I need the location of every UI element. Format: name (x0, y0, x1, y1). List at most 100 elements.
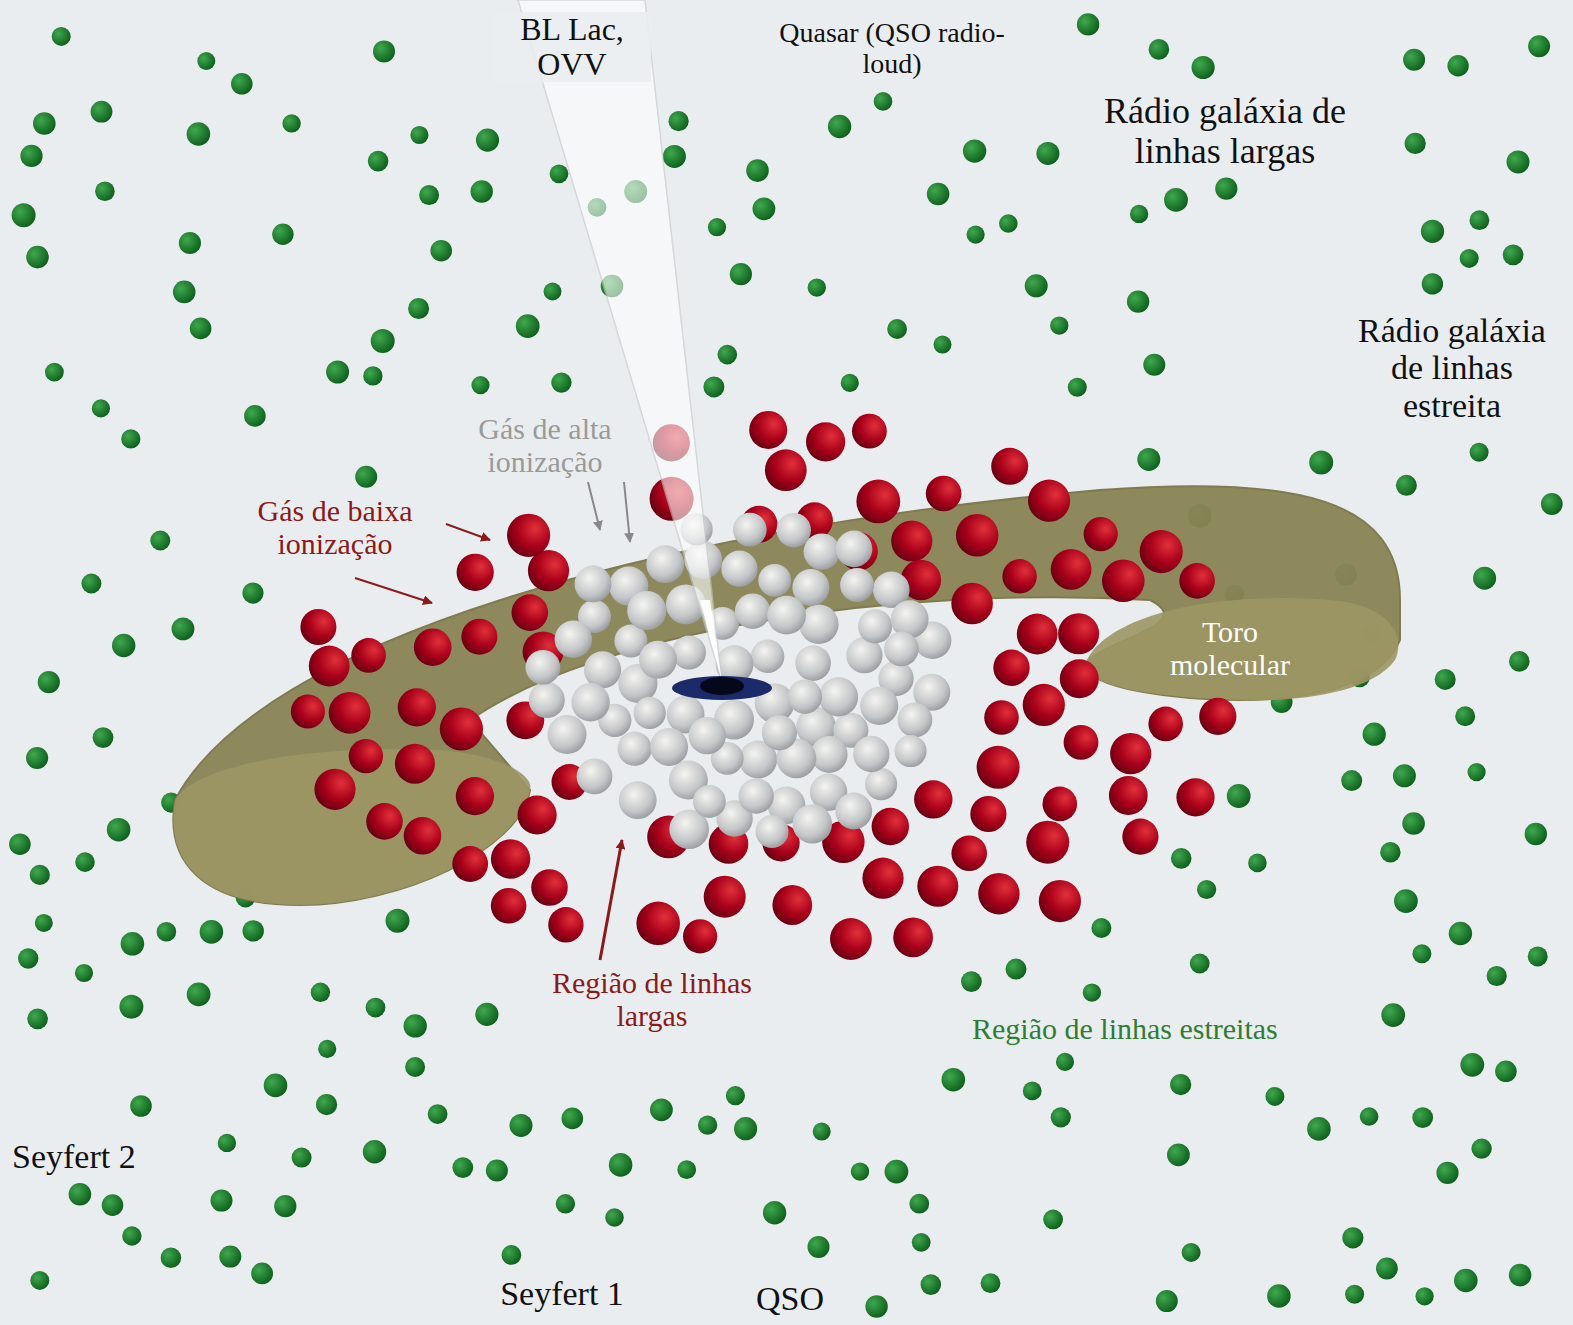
grey-cloud (835, 793, 872, 830)
green-cloud (179, 232, 201, 254)
green-cloud (405, 1057, 425, 1077)
red-cloud (1058, 613, 1099, 654)
torus-label: Toro molecular (1143, 615, 1318, 681)
jet-cone (518, 0, 722, 682)
green-cloud (371, 329, 395, 353)
green-cloud (912, 1233, 931, 1252)
green-cloud (1503, 244, 1524, 265)
red-cloud (452, 846, 488, 882)
green-cloud (102, 1194, 124, 1216)
grey-cloud (751, 640, 784, 673)
nlrg-label: Rádio galáxia de linhas estreita (1338, 312, 1566, 424)
green-cloud (961, 971, 982, 992)
green-cloud (187, 982, 211, 1006)
grey-cloud (860, 687, 898, 725)
green-cloud (92, 399, 110, 417)
red-cloud (956, 514, 999, 557)
red-cloud (993, 650, 1029, 686)
grey-cloud (793, 804, 832, 843)
green-cloud (1036, 142, 1059, 165)
blrg-label: Rádio galáxia de linhas largas (1083, 92, 1368, 171)
red-cloud (1064, 725, 1099, 760)
green-cloud (119, 995, 143, 1019)
green-cloud (1215, 178, 1237, 200)
grey-cloud (526, 650, 561, 685)
blazar-label: BL Lac, OVV (493, 12, 651, 82)
green-cloud (272, 224, 293, 245)
class-label: Seyfert 2 (12, 1138, 136, 1175)
green-cloud (12, 203, 36, 227)
green-cloud (1436, 1162, 1458, 1184)
red-cloud (491, 888, 527, 924)
green-cloud (1412, 1107, 1433, 1128)
green-cloud (1149, 39, 1170, 60)
green-cloud (1077, 13, 1099, 35)
grey-cloud (804, 533, 840, 569)
red-cloud (749, 411, 787, 449)
green-cloud (1192, 56, 1215, 79)
high-ionization-clouds (526, 513, 952, 849)
red-cloud (1148, 707, 1183, 742)
red-cloud (349, 739, 383, 773)
green-cloud (1227, 784, 1251, 808)
red-cloud (977, 746, 1020, 789)
quasar-label: Quasar (QSO radio-loud) (767, 18, 1017, 80)
red-cloud (772, 885, 812, 925)
green-cloud (1025, 274, 1048, 297)
green-cloud (1043, 1210, 1063, 1230)
green-cloud (363, 366, 382, 385)
green-cloud (1342, 1227, 1363, 1248)
grey-cloud (634, 697, 666, 729)
red-cloud (1043, 787, 1078, 822)
grey-cloud (619, 781, 657, 819)
red-cloud (1176, 778, 1214, 816)
green-cloud (1509, 1264, 1532, 1287)
green-cloud (81, 574, 101, 594)
green-cloud (502, 1245, 522, 1265)
red-cloud (414, 628, 452, 666)
green-cloud (173, 281, 196, 304)
grey-cloud (577, 759, 613, 795)
green-cloud (475, 1003, 498, 1026)
grey-cloud (627, 591, 666, 630)
green-cloud (763, 1201, 786, 1224)
green-cloud (1143, 354, 1165, 376)
red-cloud (1110, 733, 1151, 774)
grey-cloud (865, 768, 897, 800)
green-cloud (1405, 133, 1426, 154)
green-cloud (282, 114, 300, 132)
green-cloud (471, 376, 489, 394)
red-cloud (852, 414, 887, 449)
green-cloud (1164, 188, 1188, 212)
red-cloud (683, 919, 717, 953)
class-label: QSO (756, 1280, 824, 1317)
green-cloud (808, 278, 826, 296)
green-cloud (366, 998, 386, 1018)
green-cloud (967, 226, 985, 244)
green-cloud (734, 1117, 757, 1140)
green-cloud (1309, 451, 1333, 475)
green-cloud (38, 671, 60, 693)
green-cloud (1509, 651, 1530, 672)
green-cloud (841, 374, 859, 392)
grey-cloud (571, 683, 609, 721)
accretion-disk (672, 676, 772, 700)
grey-cloud (767, 596, 806, 635)
red-cloud (518, 795, 557, 834)
red-cloud (978, 873, 1019, 914)
grey-cloud (529, 682, 565, 718)
grey-cloud (836, 531, 873, 568)
green-cloud (18, 948, 38, 968)
green-cloud (1156, 1290, 1178, 1312)
red-cloud (309, 646, 350, 687)
green-cloud (981, 1273, 1001, 1293)
grey-cloud (758, 564, 791, 597)
green-cloud (1137, 448, 1160, 471)
red-cloud (1060, 659, 1099, 698)
grey-cloud (739, 778, 774, 813)
grey-cloud (733, 513, 767, 547)
green-cloud (1455, 706, 1475, 726)
green-cloud (112, 634, 135, 657)
green-cloud (1051, 1107, 1071, 1127)
green-cloud (368, 151, 389, 172)
